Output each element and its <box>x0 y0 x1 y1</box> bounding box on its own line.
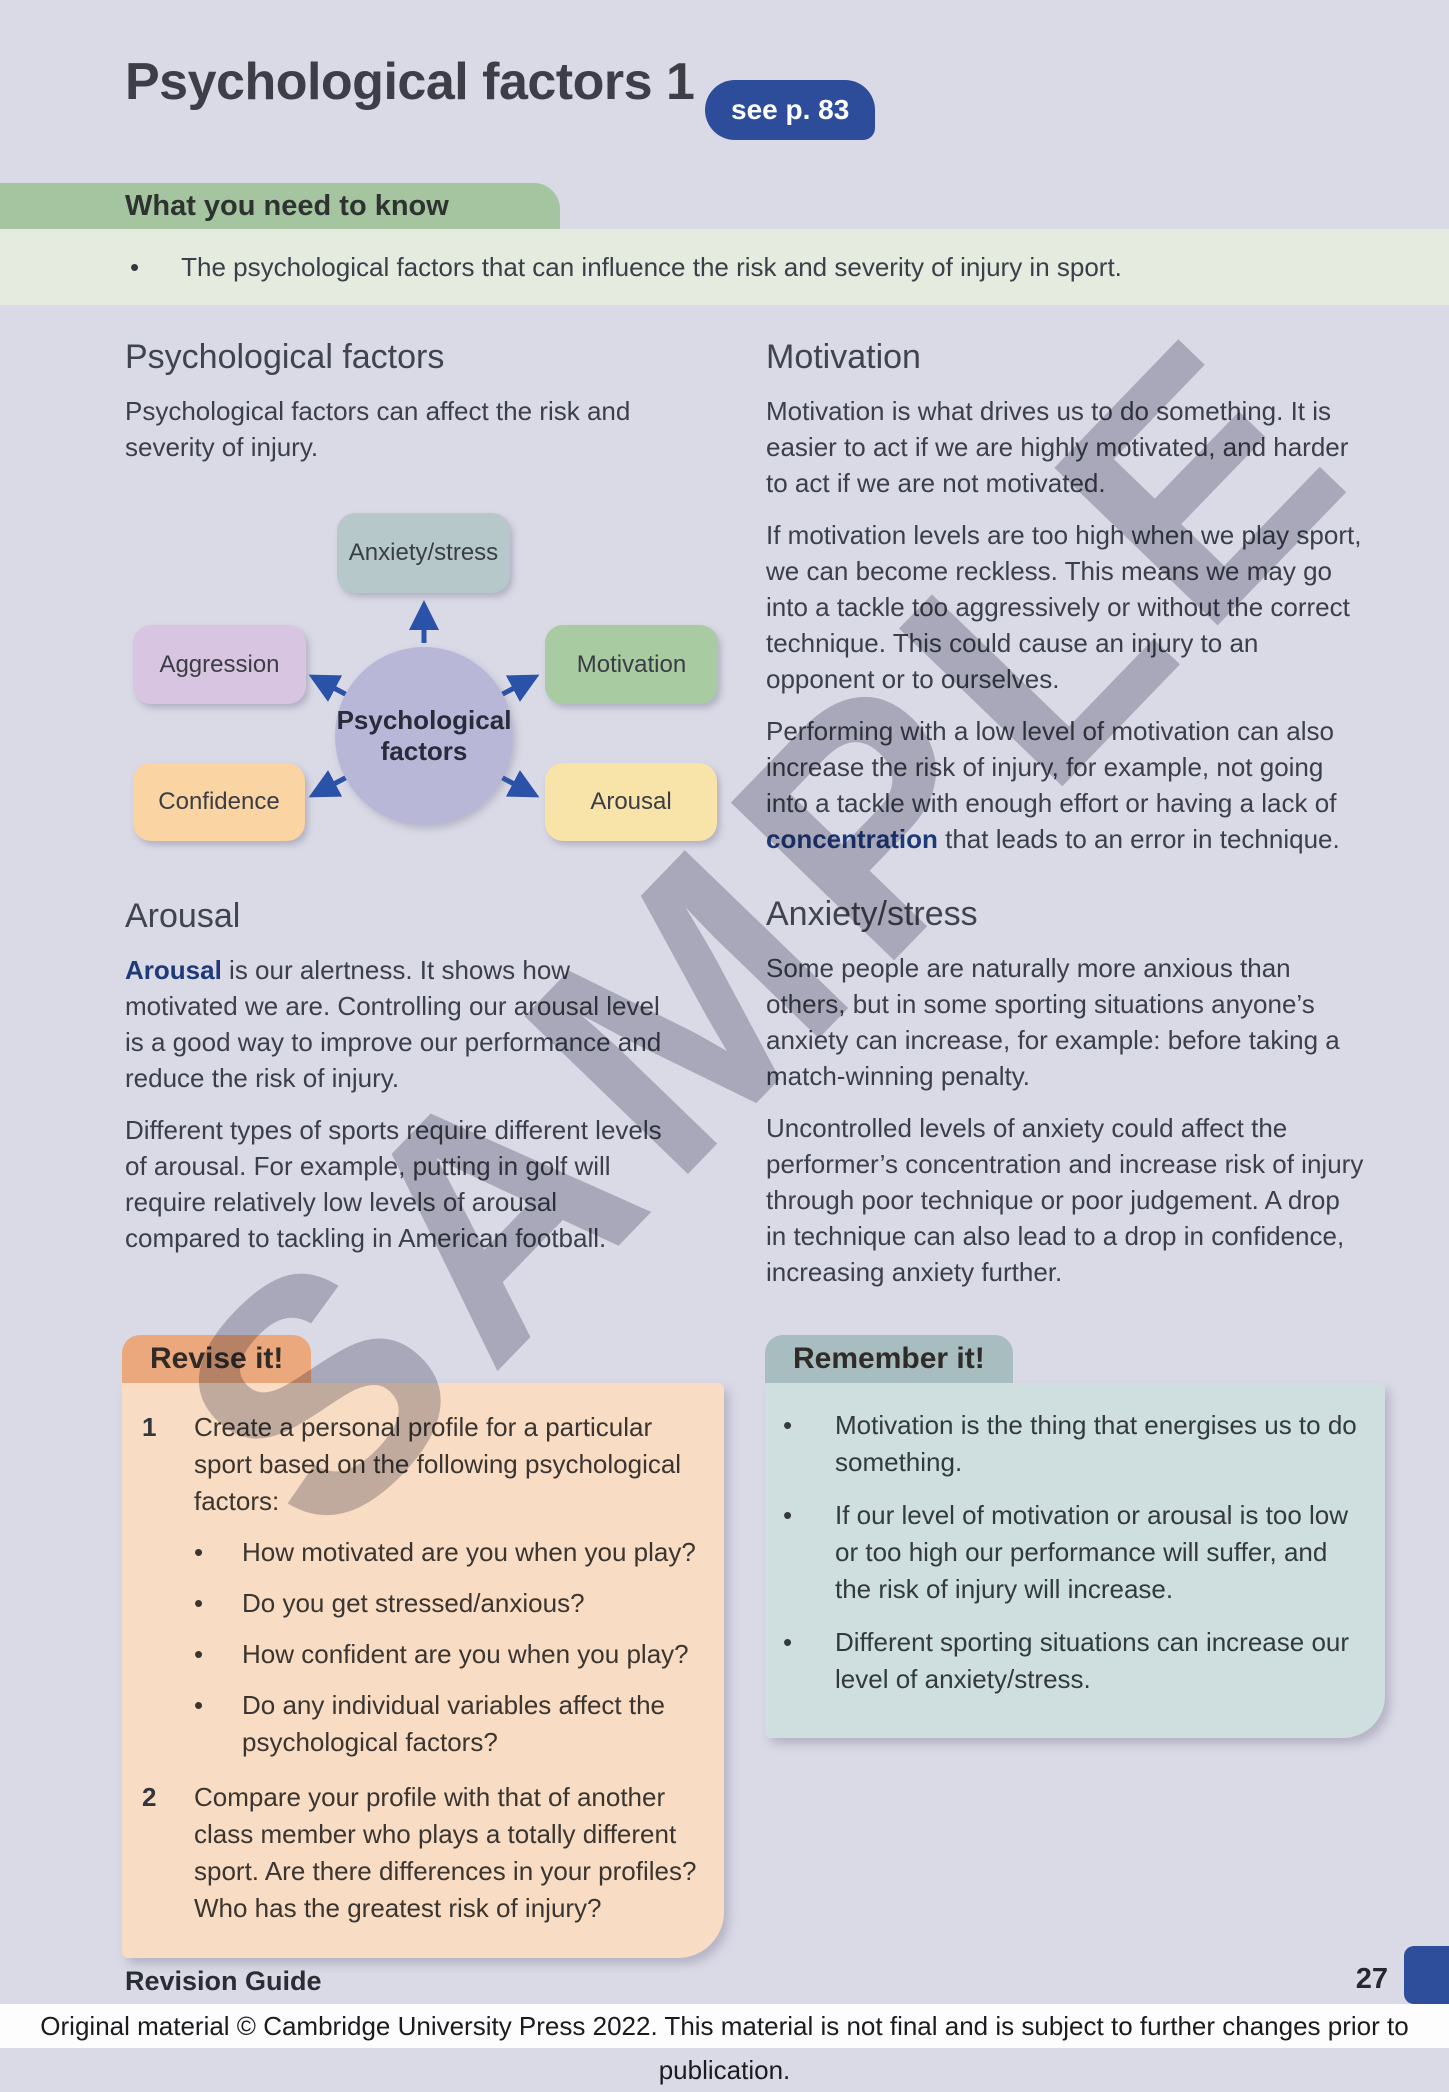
bullet-icon: • <box>130 251 140 282</box>
revise-it-body: 1 Create a personal profile for a partic… <box>122 1383 724 1958</box>
list-item: • Different sporting situations can incr… <box>783 1624 1361 1698</box>
bullet-icon: • <box>194 1639 204 1669</box>
list-item: • If our level of motivation or arousal … <box>783 1497 1361 1608</box>
bullet-icon: • <box>783 1627 793 1657</box>
list-item: • How motivated are you when you play? <box>194 1534 704 1571</box>
bullet-icon: • <box>783 1410 793 1440</box>
item-number: 2 <box>142 1782 157 1812</box>
revise-item-2: 2 Compare your profile with that of anot… <box>142 1779 704 1927</box>
motivation-paragraph-1: Motivation is what drives us to do somet… <box>766 396 1349 498</box>
diagram-hub-psychological-factors: Psychological factors <box>335 647 513 825</box>
anxiety-paragraph-2: Uncontrolled levels of anxiety could aff… <box>766 1113 1364 1287</box>
motivation-paragraph-3: Performing with a low level of motivatio… <box>766 713 1366 857</box>
revise-it-box: Revise it! 1 Create a personal profile f… <box>122 1335 724 1958</box>
diagram-node-confidence: Confidence <box>133 763 305 841</box>
remember-it-box: Remember it! • Motivation is the thing t… <box>765 1335 1385 1738</box>
list-item: • How confident are you when you play? <box>194 1636 704 1673</box>
diagram-node-arousal: Arousal <box>545 763 717 841</box>
wyntk-band: • The psychological factors that can inf… <box>0 229 1449 305</box>
section-heading-arousal: Arousal <box>125 897 241 935</box>
bullet-text: Do any individual variables affect the p… <box>242 1690 665 1757</box>
arousal-paragraph-1: Arousal is our alertness. It shows how m… <box>125 952 670 1096</box>
node-label: Anxiety/stress <box>348 539 499 566</box>
item-text: Create a personal profile for a particul… <box>194 1412 682 1516</box>
list-item: • Motivation is the thing that energises… <box>783 1407 1361 1481</box>
bullet-icon: • <box>783 1500 793 1530</box>
copyright-notice: Original material © Cambridge University… <box>0 2004 1449 2085</box>
arousal-paragraph-2: Different types of sports require differ… <box>125 1115 662 1253</box>
diagram-node-aggression: Aggression <box>133 625 306 704</box>
bullet-icon: • <box>194 1537 204 1567</box>
footer-guide-label: Revision Guide <box>125 1966 322 1996</box>
wyntk-tab: What you need to know <box>0 183 560 229</box>
psychological-factors-diagram: Anxiety/stress Aggression Motivation Con… <box>125 509 735 859</box>
section-heading-psychological-factors: Psychological factors <box>125 338 445 376</box>
bullet-text: If our level of motivation or arousal is… <box>835 1500 1349 1604</box>
revise-item-1: 1 Create a personal profile for a partic… <box>142 1409 704 1520</box>
diagram-node-motivation: Motivation <box>545 625 718 704</box>
diagram-node-anxiety-stress: Anxiety/stress <box>337 513 510 593</box>
right-column: Motivation Motivation is what drives us … <box>766 338 1366 1290</box>
psych-paragraph: Psychological factors can affect the ris… <box>125 396 631 462</box>
key-term-concentration: concentration <box>766 824 938 854</box>
page-title: Psychological factors 1 <box>125 53 695 111</box>
node-label: Aggression <box>159 650 280 678</box>
bullet-text: Do you get stressed/anxious? <box>242 1588 585 1618</box>
see-page-badge: see p. 83 <box>705 80 876 140</box>
motivation-paragraph-3-post: that leads to an error in technique. <box>937 824 1340 854</box>
section-heading-anxiety-stress: Anxiety/stress <box>766 895 978 933</box>
list-item: • Do any individual variables affect the… <box>194 1687 704 1761</box>
hub-label-line1: Psychological <box>336 705 512 735</box>
revise-bullet-list: • How motivated are you when you play? •… <box>142 1534 704 1761</box>
list-item: • Do you get stressed/anxious? <box>194 1585 704 1622</box>
bullet-text: How confident are you when you play? <box>242 1639 689 1669</box>
arousal-paragraph-1-text: is our alertness. It shows how motivated… <box>125 955 662 1093</box>
bullet-text: Different sporting situations can increa… <box>835 1627 1350 1694</box>
anxiety-paragraph-1: Some people are naturally more anxious t… <box>766 953 1340 1091</box>
motivation-paragraph-3-pre: Performing with a low level of motivatio… <box>766 716 1337 818</box>
wyntk-heading: What you need to know <box>125 190 449 222</box>
bullet-text: Motivation is the thing that energises u… <box>835 1410 1357 1477</box>
key-term-arousal: Arousal <box>125 955 222 985</box>
node-label: Motivation <box>576 650 687 678</box>
bullet-icon: • <box>194 1588 204 1618</box>
revision-guide-page: Psychological factors 1 see p. 83 What y… <box>0 53 1449 2085</box>
page-number: 27 <box>1355 1963 1388 1995</box>
hub-label-line2: factors <box>380 736 468 766</box>
diagram-arrows <box>308 600 540 798</box>
revise-it-tab: Revise it! <box>122 1335 312 1383</box>
bullet-icon: • <box>194 1690 204 1720</box>
item-text: Compare your profile with that of anothe… <box>194 1782 697 1923</box>
remember-it-body: • Motivation is the thing that energises… <box>765 1383 1385 1738</box>
section-heading-motivation: Motivation <box>766 338 921 376</box>
motivation-paragraph-2: If motivation levels are too high when w… <box>766 520 1362 694</box>
node-label: Arousal <box>590 788 672 815</box>
item-number: 1 <box>142 1412 157 1442</box>
page-number-tab <box>1404 1946 1449 2004</box>
node-label: Confidence <box>158 788 280 815</box>
bullet-text: How motivated are you when you play? <box>242 1537 696 1567</box>
wyntk-bullet-text: The psychological factors that can influ… <box>181 251 1122 282</box>
remember-it-tab: Remember it! <box>765 1335 1013 1383</box>
left-column: Psychological factors Psychological fact… <box>125 338 718 1256</box>
